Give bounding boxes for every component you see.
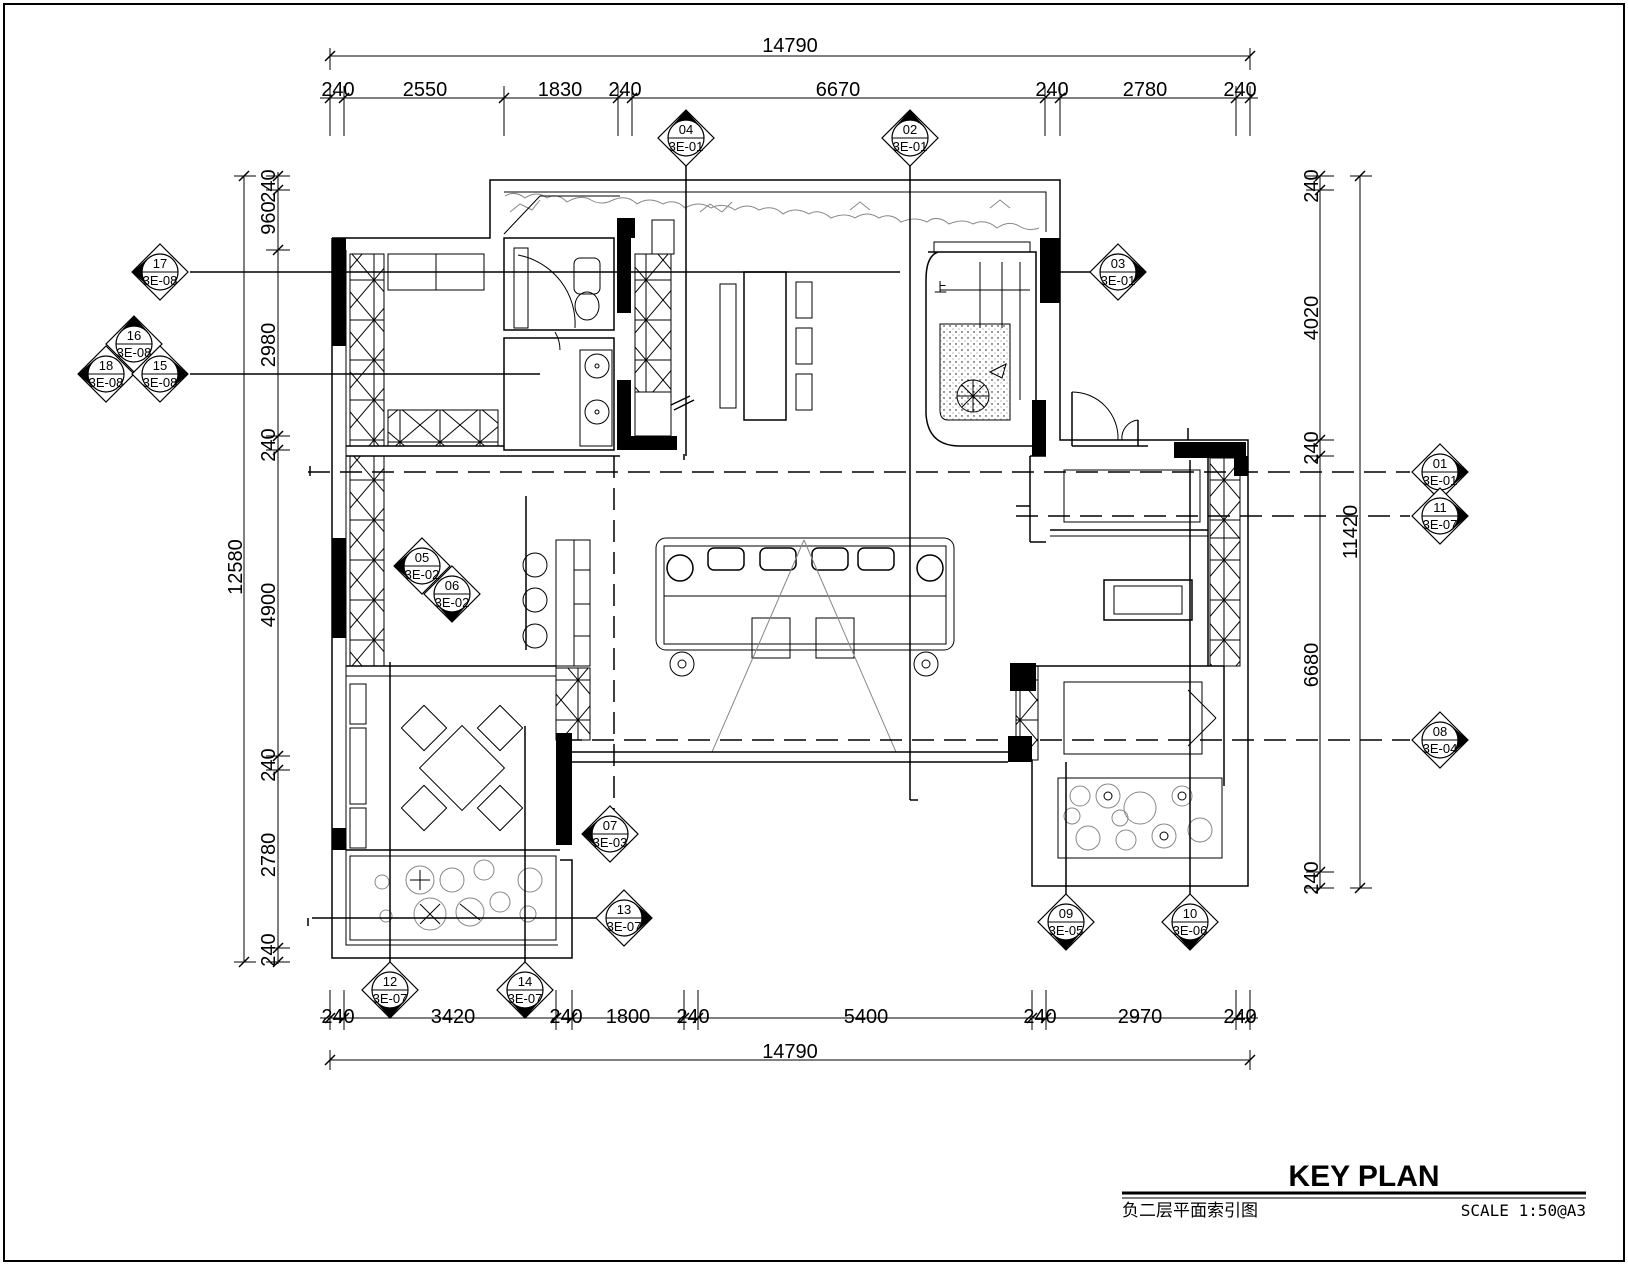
- dim-top-total: 14790: [762, 35, 818, 57]
- dim-left-seg: 960: [258, 201, 280, 234]
- elevation-tag-number: 13: [617, 902, 631, 917]
- elevation-tag-04: 04 3E-01: [657, 109, 715, 167]
- elevation-tag-sheet: 3E-07: [1423, 517, 1458, 532]
- elevation-tag-number: 14: [518, 974, 532, 989]
- elevation-tag-sheet: 3E-01: [1423, 473, 1458, 488]
- elevation-tag-number: 08: [1433, 724, 1447, 739]
- dim-left-seg: 240: [258, 933, 280, 966]
- title-block: KEY PLAN 负二层平面索引图 SCALE 1:50@A3: [1122, 1160, 1586, 1221]
- elevation-tag-08: 08 3E-04: [1411, 711, 1469, 769]
- elevation-tag-sheet: 3E-04: [1423, 741, 1458, 756]
- elevation-tag-13: 13 3E-07: [595, 889, 653, 947]
- elevation-tag-number: 03: [1111, 256, 1125, 271]
- elevation-tag-11: 11 3E-07: [1411, 487, 1469, 545]
- dim-top-seg: 2780: [1123, 79, 1168, 101]
- dim-top-seg: 240: [1223, 79, 1256, 101]
- elevation-tag-number: 17: [153, 256, 167, 271]
- dim-right-seg: 6680: [1301, 643, 1323, 688]
- elevation-tag-12: 12 3E-07: [361, 961, 419, 1019]
- elevation-tag-02: 02 3E-01: [881, 109, 939, 167]
- elevation-tag-sheet: 3E-02: [405, 567, 440, 582]
- elevation-tag-number: 04: [679, 122, 693, 137]
- elevation-tag-sheet: 3E-07: [508, 991, 543, 1006]
- dim-right-seg: 240: [1301, 861, 1323, 894]
- dim-left-seg: 240: [258, 169, 280, 202]
- elevation-tag-number: 11: [1433, 500, 1447, 515]
- elevation-tag-05: 05 3E-02: [393, 537, 451, 595]
- elevation-tag-sheet: 3E-06: [1173, 923, 1208, 938]
- elevation-tag-sheet: 3E-08: [143, 375, 178, 390]
- elevation-tag-number: 09: [1059, 906, 1073, 921]
- dim-top-seg: 1830: [538, 79, 583, 101]
- elevation-tag-06: 06 3E-02: [423, 565, 481, 623]
- dim-left-seg: 2780: [258, 833, 280, 878]
- dim-bot-seg: 240: [1023, 1006, 1056, 1028]
- elevation-tag-number: 05: [415, 550, 429, 565]
- elevation-tag-14: 14 3E-07: [496, 961, 554, 1019]
- elevation-tag-sheet: 3E-07: [607, 919, 642, 934]
- dim-top-seg: 2550: [403, 79, 448, 101]
- elevation-tag-sheet: 3E-01: [893, 139, 928, 154]
- elevation-tag-sheet: 3E-08: [143, 273, 178, 288]
- reference-lines: [190, 160, 1410, 970]
- elevation-tag-sheet: 3E-07: [373, 991, 408, 1006]
- elevation-tag-sheet: 3E-05: [1049, 923, 1084, 938]
- elevation-tag-15: 15 3E-08: [131, 345, 189, 403]
- elevation-tag-number: 10: [1183, 906, 1197, 921]
- elevation-tag-number: 15: [153, 358, 167, 373]
- elevation-tag-sheet: 3E-02: [435, 595, 470, 610]
- elevation-tag-01: 01 3E-01: [1411, 443, 1469, 501]
- dim-bot-seg: 240: [1223, 1006, 1256, 1028]
- dim-right-seg: 240: [1301, 431, 1323, 464]
- floor-plan: 上: [331, 179, 1249, 959]
- elevation-tag-number: 16: [127, 328, 141, 343]
- dim-top-seg: 240: [1035, 79, 1068, 101]
- elevation-tag-10: 10 3E-06: [1161, 893, 1219, 951]
- dim-left-seg: 240: [258, 748, 280, 781]
- dim-right-seg: 240: [1301, 169, 1323, 202]
- plan-scale: SCALE 1:50@A3: [1461, 1201, 1586, 1220]
- elevation-tag-sheet: 3E-03: [593, 835, 628, 850]
- dim-right-seg: 4020: [1301, 296, 1323, 341]
- dimension-labels: 14790 240 2550 1830 240 6670 240 2780 24…: [225, 35, 1362, 1063]
- elevation-tag-sheet: 3E-08: [117, 345, 152, 360]
- dim-left-seg: 4900: [258, 583, 280, 628]
- elevation-tag-number: 07: [603, 818, 617, 833]
- elevation-tag-03: 03 3E-01: [1089, 243, 1147, 301]
- elevation-tag-17: 17 3E-08: [131, 243, 189, 301]
- dim-bot-total: 14790: [762, 1041, 818, 1063]
- dim-bot-seg: 240: [676, 1006, 709, 1028]
- dim-bot-seg: 2970: [1118, 1006, 1163, 1028]
- elevation-tag-sheet: 3E-08: [89, 375, 124, 390]
- dim-left-seg: 240: [258, 428, 280, 461]
- dim-bot-seg: 240: [321, 1006, 354, 1028]
- elevation-tag-number: 18: [99, 358, 113, 373]
- dim-left-seg: 2980: [258, 323, 280, 368]
- dimension-lines: [234, 48, 1372, 1070]
- sheet-border: [3, 3, 1625, 1262]
- elevation-tag-sheet: 3E-01: [669, 139, 704, 154]
- dim-bot-seg: 5400: [844, 1006, 889, 1028]
- dim-top-seg: 6670: [816, 79, 861, 101]
- dim-top-seg: 240: [608, 79, 641, 101]
- elevation-tag-number: 12: [383, 974, 397, 989]
- dim-left-total: 12580: [225, 539, 247, 595]
- stair-up-label: 上: [934, 280, 947, 295]
- plan-subtitle: 负二层平面索引图: [1122, 1201, 1258, 1221]
- elevation-tag-18: 18 3E-08: [77, 345, 135, 403]
- elevation-tag-09: 09 3E-05: [1037, 893, 1095, 951]
- elevation-tag-number: 06: [445, 578, 459, 593]
- plan-title: KEY PLAN: [1288, 1160, 1439, 1193]
- dim-bot-seg: 3420: [431, 1006, 476, 1028]
- dim-bot-seg: 1800: [606, 1006, 651, 1028]
- dim-top-seg: 240: [321, 79, 354, 101]
- elevation-tag-number: 01: [1433, 456, 1447, 471]
- dim-right-total: 11420: [1340, 505, 1362, 559]
- elevation-tag-07: 07 3E-03: [581, 805, 639, 863]
- elevation-tag-number: 02: [903, 122, 917, 137]
- elevation-tags: 173E-08163E-08183E-08153E-08043E-01023E-…: [77, 109, 1469, 1019]
- dim-bot-seg: 240: [549, 1006, 582, 1028]
- elevation-tag-sheet: 3E-01: [1101, 273, 1136, 288]
